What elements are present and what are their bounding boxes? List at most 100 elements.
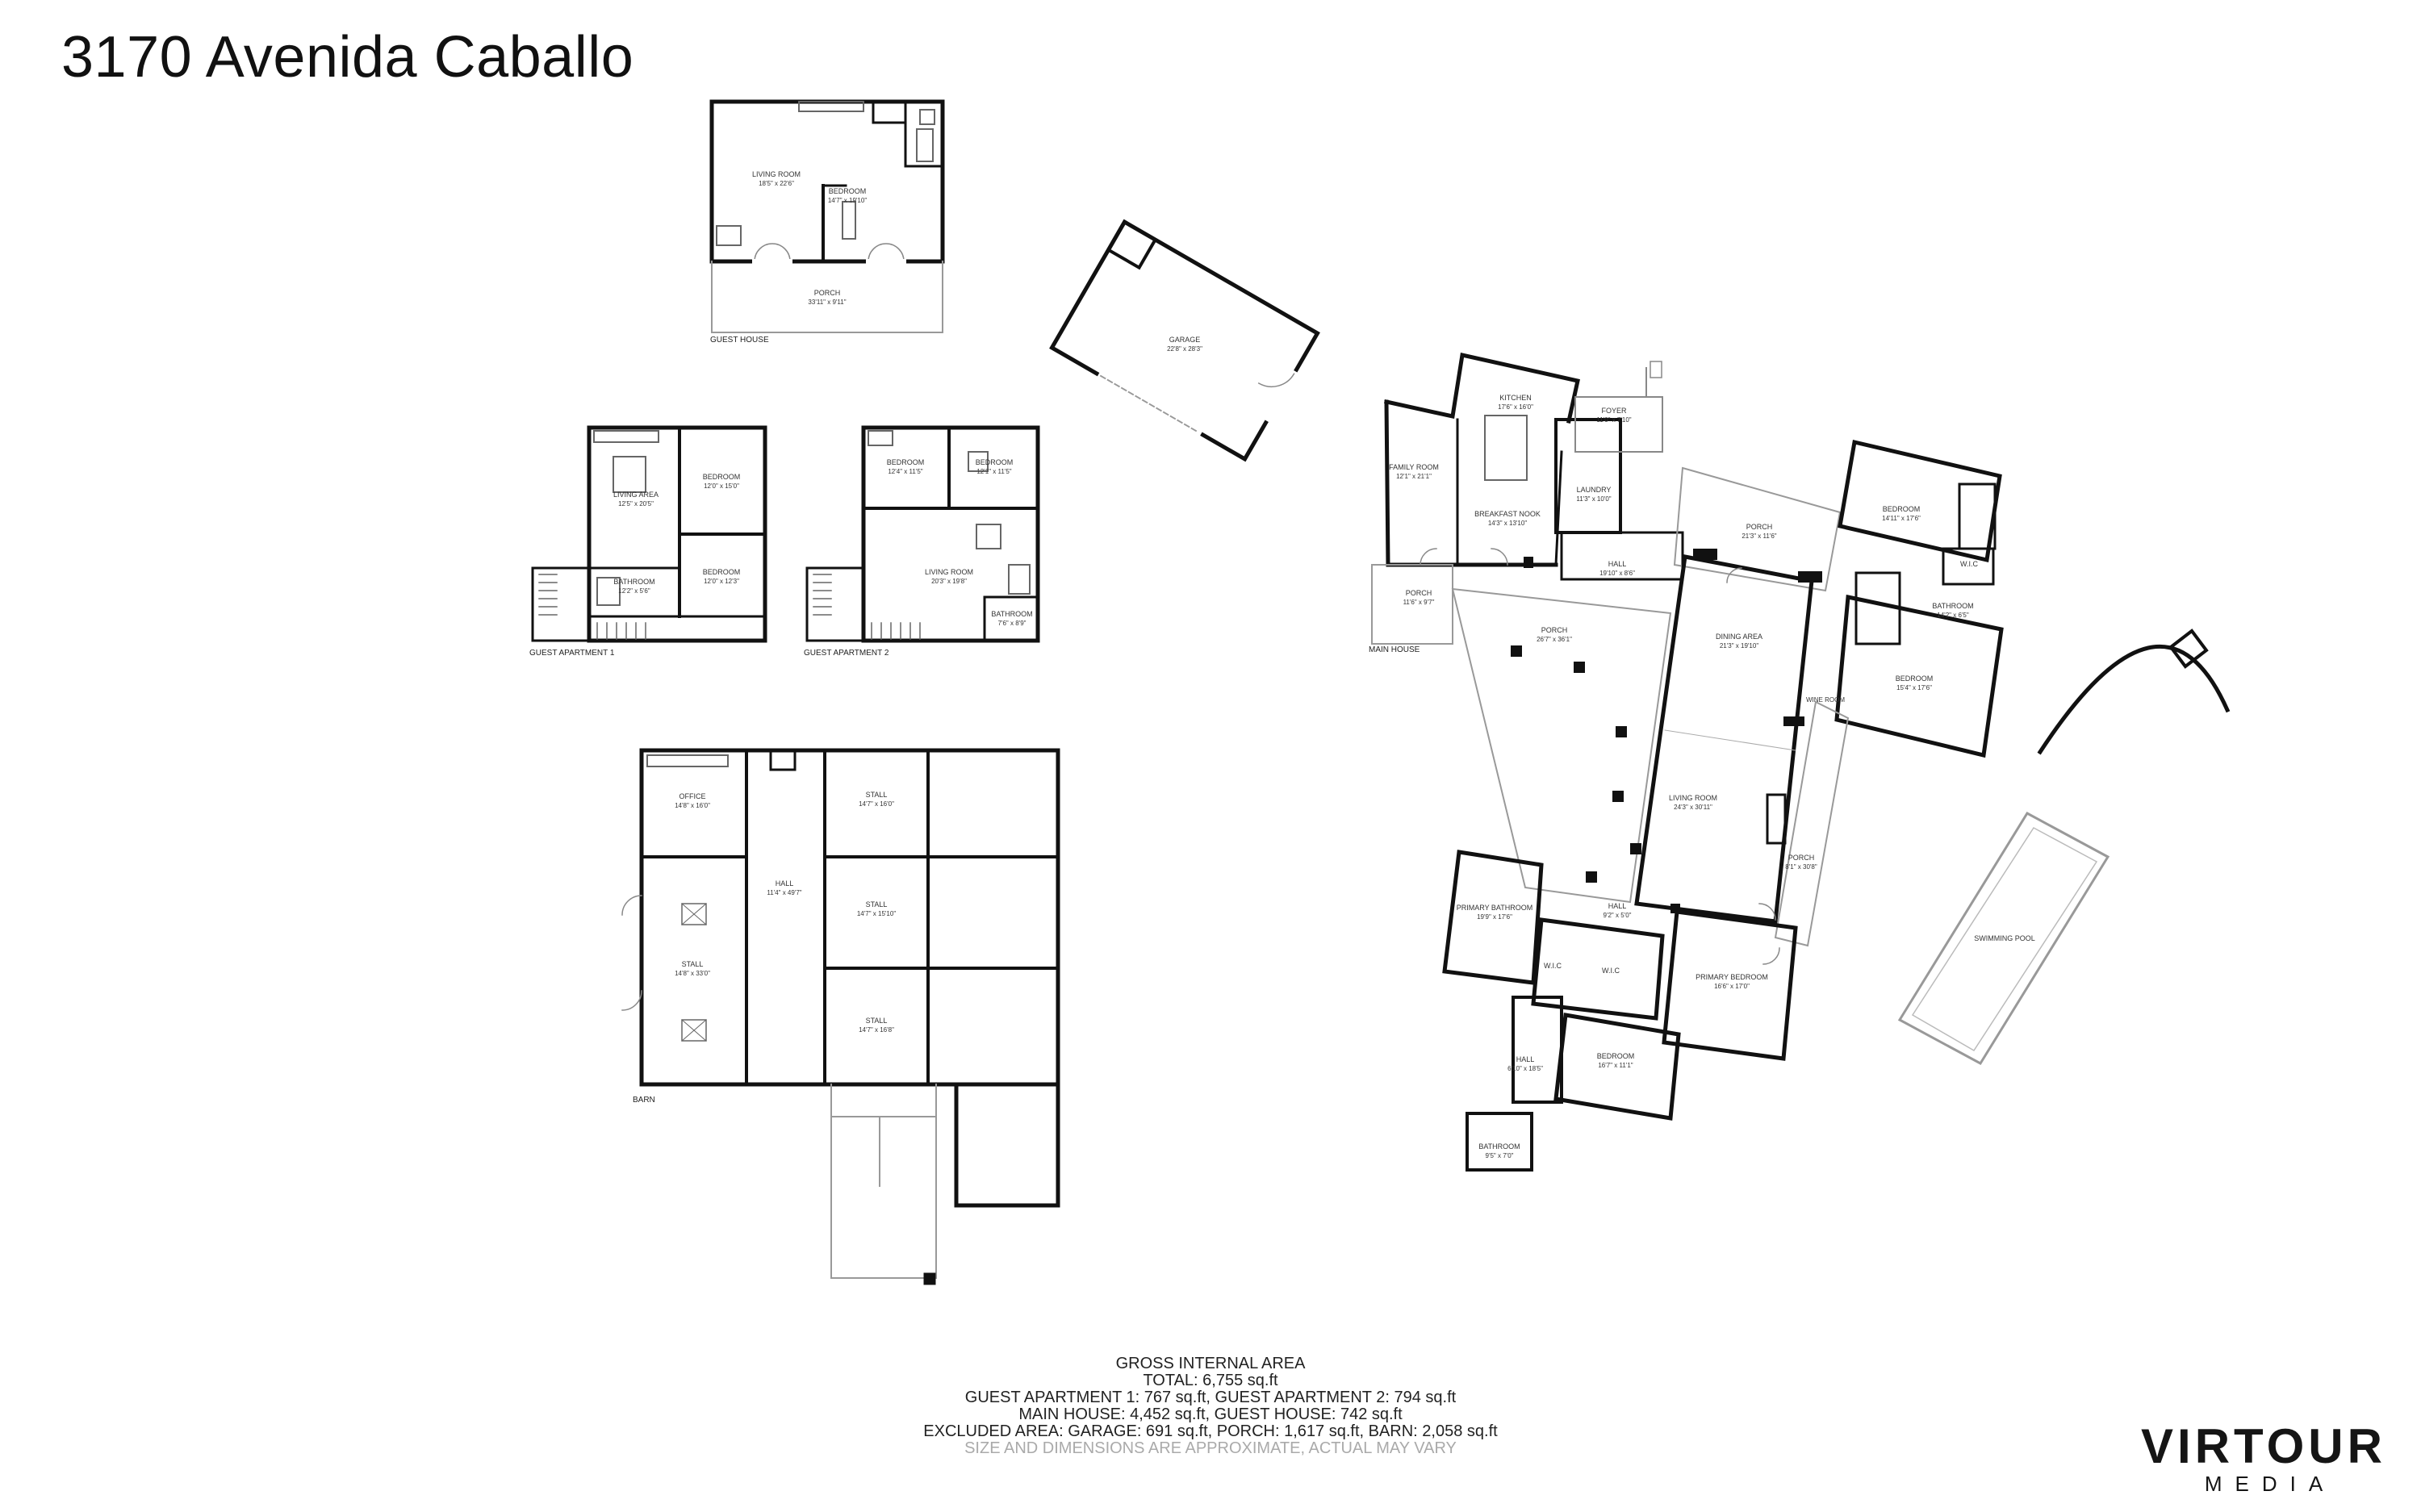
room-label: LAUNDRY: [1577, 486, 1612, 494]
room-label: PORCH: [1788, 854, 1815, 862]
room-label: STALL: [866, 900, 888, 908]
gross-area-line: GUEST APARTMENT 1: 767 sq.ft, GUEST APAR…: [964, 1389, 1457, 1406]
room-label: W.I.C: [1602, 967, 1620, 975]
room-dim: 24'3" x 30'11": [1674, 804, 1712, 811]
main-house-plan: [1371, 352, 2004, 1172]
room-label: HALL: [1608, 902, 1627, 910]
swimming-pool: [1897, 812, 2110, 1065]
room-label: HALL: [776, 879, 794, 888]
room-label: BEDROOM: [829, 187, 867, 195]
room-label: PORCH: [1406, 589, 1432, 597]
room-label: KITCHEN: [1499, 394, 1532, 402]
room-dim: 14'11" x 17'6": [1882, 515, 1921, 522]
guest-apartment-2-plan: [805, 425, 1040, 643]
gross-area-line: MAIN HOUSE: 4,452 sq.ft, GUEST HOUSE: 74…: [1018, 1405, 1403, 1423]
building-label: GUEST APARTMENT 1: [529, 649, 615, 658]
room-label: BATHROOM: [1932, 602, 1973, 610]
room-dim: 7'6" x 8'9": [998, 620, 1027, 627]
room-dim: 21'3" x 19'10": [1720, 642, 1758, 649]
room-label: W.I.C: [1960, 560, 1978, 568]
room-dim: 14'3" x 13'10": [1488, 520, 1527, 527]
room-label: BEDROOM: [703, 473, 741, 481]
brand-logo: VIRTOUR MEDIA: [2114, 1419, 2413, 1497]
room-dim: 12'5" x 20'5": [618, 500, 654, 507]
room-dim: 6'10" x 18'5": [1507, 1065, 1543, 1072]
room-dim: 14'8" x 16'0": [675, 802, 710, 809]
room-label: BEDROOM: [1896, 675, 1934, 683]
room-label: STALL: [682, 960, 704, 968]
room-dim: 14'7" x 16'8": [859, 1026, 894, 1034]
room-dim: 15'4" x 17'6": [1896, 684, 1932, 691]
room-dim: 20'3" x 19'8": [931, 578, 967, 585]
room-dim: 22'8" x 28'3": [1167, 345, 1202, 353]
room-dim: 17'6" x 16'0": [1498, 403, 1533, 411]
room-dim: 14'2" x 6'5": [1937, 612, 1969, 619]
guest-apartment-1-plan: [531, 425, 767, 643]
driveway-arc: [2037, 644, 2231, 755]
room-dim: 9'2" x 5'0": [1604, 912, 1632, 919]
room-dim: 11'3" x 10'0": [1576, 495, 1611, 503]
room-dim: 11'6" x 9'7": [1403, 599, 1435, 606]
room-dim: 14'7" x 19'10": [828, 197, 867, 204]
room-label: BATHROOM: [613, 578, 654, 586]
room-dim: 19'10" x 8'6": [1599, 570, 1635, 577]
room-dim: 16'6" x 17'0": [1714, 983, 1750, 990]
room-label: LIVING ROOM: [925, 568, 973, 576]
room-dim: 12'2" x 5'6": [618, 587, 650, 595]
room-label: GARAGE: [1169, 336, 1201, 344]
room-label: PORCH: [1541, 626, 1568, 634]
gross-area-heading: GROSS INTERNAL AREA: [1115, 1355, 1306, 1372]
room-label: LIVING ROOM: [1669, 794, 1717, 802]
room-label: PRIMARY BEDROOM: [1696, 973, 1768, 981]
room-label: STALL: [866, 1017, 888, 1025]
room-label: BEDROOM: [1883, 505, 1921, 513]
brand-sub: MEDIA: [2204, 1472, 2336, 1496]
driveway-gatehouse: [2168, 629, 2209, 669]
room-dim: 16'7" x 11'1": [1598, 1062, 1633, 1069]
room-label: HALL: [1516, 1055, 1535, 1063]
room-label: W.I.C: [1544, 962, 1562, 970]
property-title: 3170 Avenida Caballo: [61, 25, 634, 90]
room-dim: 12'4" x 11'5": [888, 468, 922, 475]
room-dim: 33'11" x 9'11": [808, 299, 846, 306]
room-label: PRIMARY BATHROOM: [1457, 904, 1533, 912]
barn-plan: [621, 748, 1060, 1285]
room-dim: 19'9" x 17'6": [1477, 913, 1512, 921]
room-label: LIVING AREA: [613, 491, 659, 499]
room-label: HALL: [1608, 560, 1627, 568]
room-dim: 11'4" x 49'7": [767, 889, 801, 896]
room-label: BEDROOM: [976, 458, 1014, 466]
guest-house-plan: [709, 99, 945, 333]
room-dim: 9'5" x 7'0": [1486, 1152, 1514, 1159]
room-label: FOYER: [1601, 407, 1627, 415]
room-label: STALL: [866, 791, 888, 799]
room-label: LIVING ROOM: [752, 170, 801, 178]
room-label: BATHROOM: [1478, 1142, 1520, 1151]
room-dim: 14'8" x 33'0": [675, 970, 710, 977]
brand-name: VIRTOUR: [2141, 1419, 2386, 1473]
building-label: BARN: [633, 1096, 655, 1105]
building-label: GUEST HOUSE: [710, 336, 769, 345]
room-label: BEDROOM: [703, 568, 741, 576]
room-dim: 12'1" x 21'1": [1396, 473, 1432, 480]
room-dim: 18'5" x 22'6": [759, 180, 794, 187]
garage-plan: [1049, 219, 1320, 462]
room-dim: 14'7" x 16'0": [859, 800, 894, 808]
room-dim: 21'3" x 11'6": [1742, 533, 1776, 540]
room-label: BREAKFAST NOOK: [1474, 510, 1541, 518]
room-dim: 12'0" x 15'0": [704, 482, 739, 490]
gross-area-total: TOTAL: 6,755 sq.ft: [1143, 1372, 1278, 1389]
room-dim: 12'0" x 12'3": [704, 578, 739, 585]
room-dim: 11'0" x 7'10": [1596, 416, 1631, 424]
room-label: BATHROOM: [991, 610, 1032, 618]
room-label: SWIMMING POOL: [1974, 934, 2035, 942]
room-label: PORCH: [814, 289, 841, 297]
room-dim: 8'1" x 30'8": [1785, 863, 1817, 871]
building-label: GUEST APARTMENT 2: [804, 649, 889, 658]
room-dim: 12'1" x 11'5": [976, 468, 1011, 475]
building-label: MAIN HOUSE: [1369, 645, 1420, 654]
disclaimer: SIZE AND DIMENSIONS ARE APPROXIMATE, ACT…: [964, 1439, 1457, 1457]
room-dim: 14'7" x 15'10": [857, 910, 896, 917]
gross-area-line: EXCLUDED AREA: GARAGE: 691 sq.ft, PORCH:…: [923, 1422, 1498, 1440]
